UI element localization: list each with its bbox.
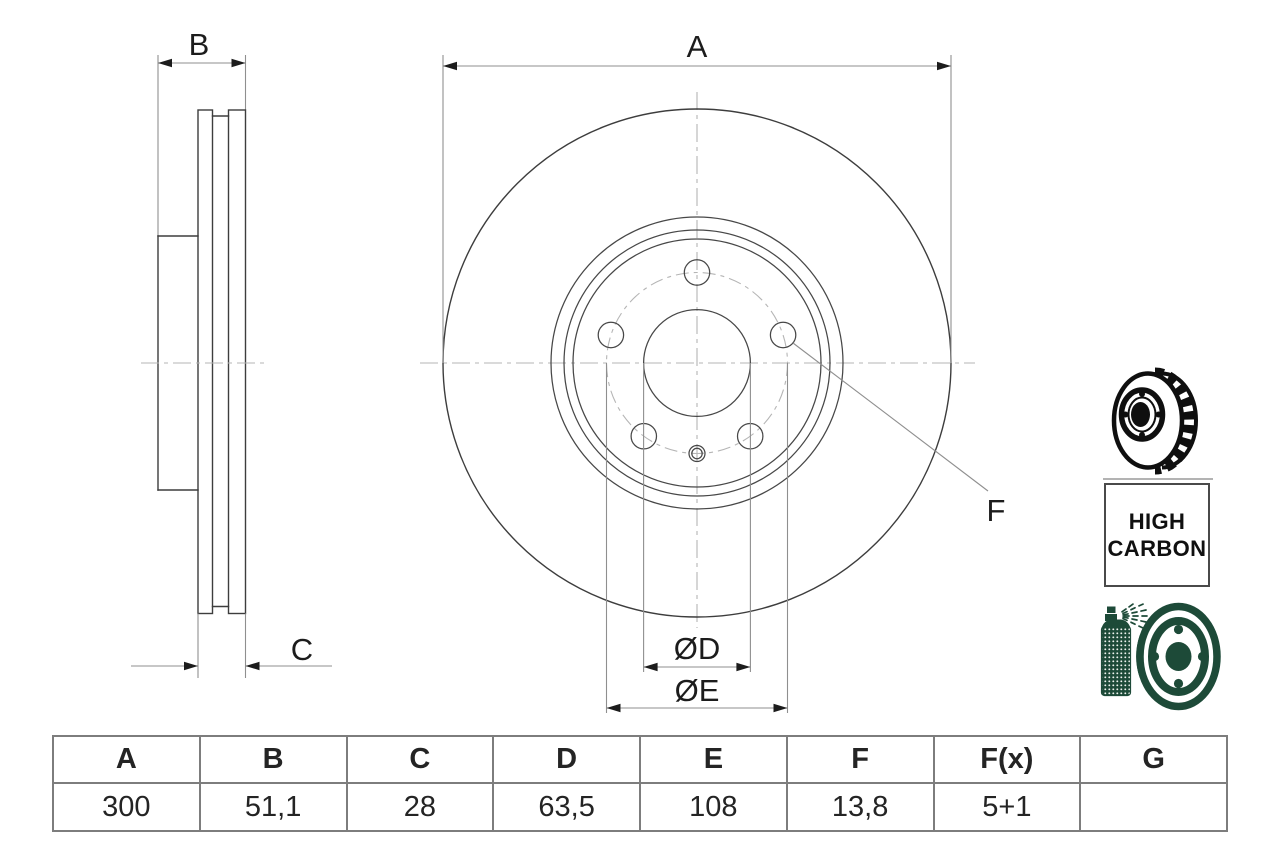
can-nozzle: [1107, 606, 1116, 613]
bolt-hole: [769, 321, 797, 349]
arrowhead: [184, 661, 198, 671]
disc-plate-outer: [227, 109, 247, 615]
arrowhead: [231, 58, 246, 68]
spec-header-cell: C: [345, 735, 495, 784]
spec-header-cell: G: [1079, 735, 1228, 784]
rim-outer-edge: [1161, 371, 1198, 470]
arrowhead: [606, 703, 621, 713]
bolt-dot: [1173, 624, 1184, 635]
front-view: A ØD ØE F: [420, 29, 1005, 713]
arrowhead: [643, 662, 658, 672]
rim-vent-slots: [1154, 367, 1196, 475]
side-view: B C: [131, 27, 332, 678]
disc-plate-inner: [197, 109, 214, 615]
arrowhead: [443, 61, 457, 71]
spec-header-row: A B C D E F F(x) G: [52, 735, 1228, 784]
spec-value-cell: 108: [639, 782, 788, 832]
leader-line-f: [792, 342, 989, 492]
spec-value-cell: 28: [345, 782, 495, 832]
bolt-dot: [1149, 651, 1160, 662]
arrowhead: [937, 61, 951, 71]
hub-outer-circle: [563, 229, 831, 497]
arrowhead: [773, 703, 788, 713]
high-carbon-line2: CARBON: [1107, 535, 1207, 561]
high-carbon-line1: HIGH: [1128, 508, 1186, 534]
spec-table-wrap: A B C D E F F(x) G 300 51,1 28 63,5 108 …: [52, 735, 1228, 832]
friction-ring-inner-circle: [550, 216, 844, 510]
spec-header-cell: E: [639, 735, 788, 784]
spec-value-cell: 5+1: [932, 782, 1082, 832]
spec-value-row: 300 51,1 28 63,5 108 13,8 5+1: [52, 782, 1228, 832]
bolt-dot: [1173, 678, 1184, 689]
spray-mist: [1121, 603, 1148, 629]
spec-header-cell: F(x): [932, 735, 1082, 784]
high-carbon-badge: HIGH CARBON: [1104, 483, 1210, 587]
spec-header-cell: B: [198, 735, 348, 784]
spec-value-cell: 13,8: [785, 782, 935, 832]
dim-label-e: ØE: [675, 673, 720, 708]
disc-outer-ring: [1136, 602, 1221, 711]
dim-label-a: A: [687, 29, 708, 64]
spec-value-cell: 300: [52, 782, 201, 832]
spec-header-cell: F: [785, 735, 935, 784]
bolt-hole: [683, 259, 711, 286]
arrowhead: [736, 662, 751, 672]
spec-header-cell: A: [52, 735, 201, 784]
dim-label-c: C: [291, 632, 313, 667]
technical-drawing: B C: [131, 27, 1221, 713]
hub-step-circle: [572, 238, 822, 488]
bolt-dot: [1139, 432, 1145, 438]
dim-label-f: F: [987, 493, 1006, 528]
can-cap: [1105, 614, 1117, 621]
dim-label-d: ØD: [674, 631, 721, 666]
bolt-dot: [1122, 411, 1129, 418]
bolt-dot: [1155, 411, 1162, 418]
spec-header-cell: D: [492, 735, 641, 784]
arrowhead: [245, 661, 260, 671]
can-shoulder: [1101, 619, 1131, 628]
center-bore: [1131, 402, 1150, 427]
disc-hub-center: [1165, 642, 1192, 671]
locating-hole-outer: [688, 444, 706, 463]
spec-value-cell: 63,5: [492, 782, 641, 832]
locating-hole-inner: [691, 447, 703, 460]
spec-value-cell: 51,1: [198, 782, 348, 832]
dim-label-b: B: [189, 27, 210, 62]
vented-brake-disc-icon: [1103, 367, 1213, 480]
spec-value-cell: [1079, 782, 1228, 832]
arrowhead: [158, 58, 172, 68]
bolt-dot: [1139, 391, 1145, 397]
can-body: [1100, 625, 1132, 697]
coating-spray-icon: [1100, 602, 1221, 711]
spec-table: A B C D E F F(x) G 300 51,1 28 63,5 108 …: [52, 735, 1228, 832]
bolt-hole: [597, 321, 625, 349]
bolt-dot: [1197, 651, 1208, 662]
